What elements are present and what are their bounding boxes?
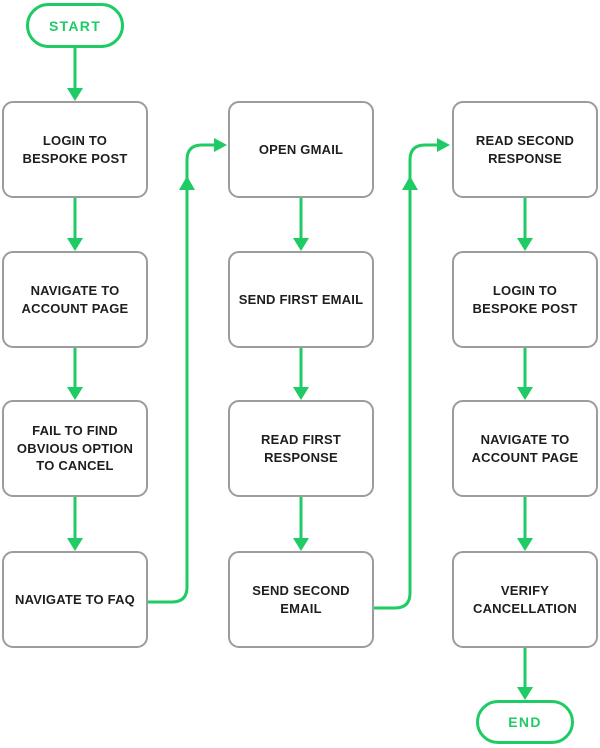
node-verify-cancellation: VERIFY CANCELLATION [452, 551, 598, 648]
arrowhead-second-email-to-second-response [437, 138, 450, 152]
node-login-to-bespoke-post-2: LOGIN TO BESPOKE POST [452, 251, 598, 348]
node-navigate-to-account-page-2: NAVIGATE TO ACCOUNT PAGE [452, 400, 598, 497]
node-open-gmail: OPEN GMAIL [228, 101, 374, 198]
arrowhead-account-to-fail [67, 387, 83, 400]
arrowhead-login-to-account [67, 238, 83, 251]
node-send-second-email: SEND SECOND EMAIL [228, 551, 374, 648]
node-navigate-to-faq: NAVIGATE TO FAQ [2, 551, 148, 648]
arrowhead-start-to-login [67, 88, 83, 101]
arrowhead-gmail-to-first-email [293, 238, 309, 251]
node-fail-to-find-option-to-cancel: FAIL TO FIND OBVIOUS OPTION TO CANCEL [2, 400, 148, 497]
start-node: START [26, 3, 124, 48]
node-login-to-bespoke-post-1: LOGIN TO BESPOKE POST [2, 101, 148, 198]
connector-second-email-to-second-response [374, 143, 443, 610]
mid-arrowhead-second-email-to-second-response [402, 176, 418, 190]
node-read-second-response: READ SECOND RESPONSE [452, 101, 598, 198]
arrowhead-first-response-to-second-email [293, 538, 309, 551]
connector-faq-to-gmail [148, 143, 220, 604]
arrowhead-fail-to-faq [67, 538, 83, 551]
arrowhead-faq-to-gmail [214, 138, 227, 152]
node-send-first-email: SEND FIRST EMAIL [228, 251, 374, 348]
node-read-first-response: READ FIRST RESPONSE [228, 400, 374, 497]
arrowhead-second-response-to-login [517, 238, 533, 251]
arrowhead-account-to-verify [517, 538, 533, 551]
arrowhead-verify-to-end [517, 687, 533, 700]
arrowhead-first-email-to-first-response [293, 387, 309, 400]
arrowhead-login-to-account-2 [517, 387, 533, 400]
node-navigate-to-account-page-1: NAVIGATE TO ACCOUNT PAGE [2, 251, 148, 348]
end-node: END [476, 700, 574, 744]
mid-arrowhead-faq-to-gmail [179, 176, 195, 190]
